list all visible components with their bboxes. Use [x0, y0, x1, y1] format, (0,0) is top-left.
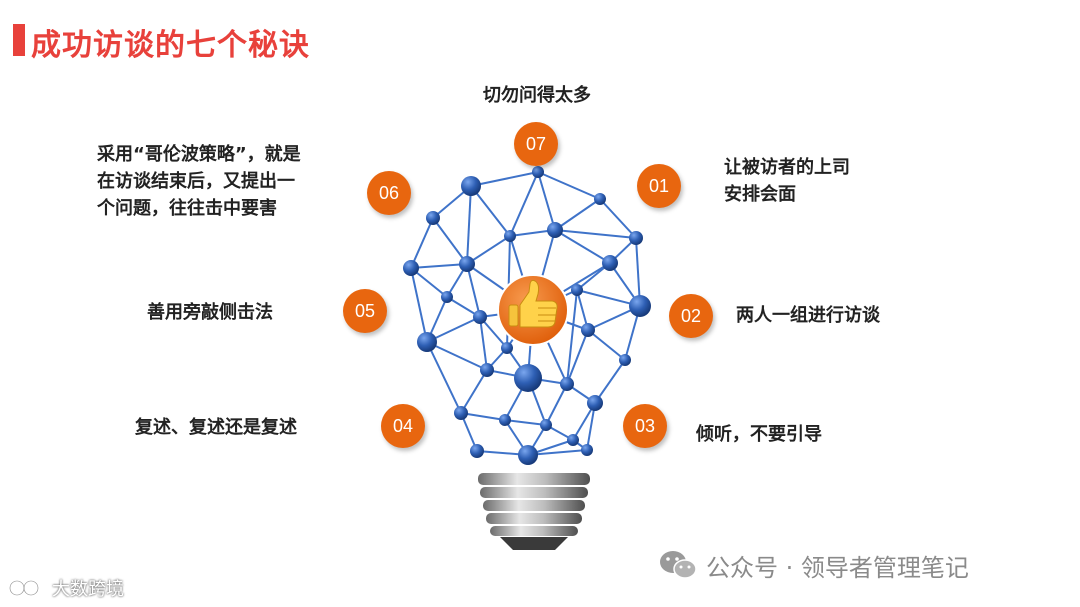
network-edge: [460, 412, 506, 421]
tip-badge-04: 04: [381, 404, 425, 448]
network-node: [629, 295, 651, 317]
tip-badge-06: 06: [367, 171, 411, 215]
watermark-text: 大数跨境: [52, 579, 124, 600]
network-node: [461, 176, 481, 196]
bulb-base-ring: [480, 487, 588, 498]
network-edge: [554, 229, 611, 264]
network-node: [629, 231, 643, 245]
network-edge: [466, 235, 511, 265]
network-edge: [470, 171, 539, 187]
network-edge: [432, 217, 468, 265]
wechat-account-name: 公众号 · 领导者管理笔记: [706, 553, 969, 582]
network-node: [417, 332, 437, 352]
network-node: [532, 166, 544, 178]
tip-badge-03: 03: [623, 404, 667, 448]
bulb-base-ring: [486, 513, 582, 524]
tip-07-text: 切勿问得太多: [483, 85, 591, 106]
network-node: [499, 414, 511, 426]
network-edge: [466, 263, 481, 318]
network-edge: [466, 185, 472, 265]
network-edge: [635, 237, 641, 307]
network-edge: [509, 171, 539, 237]
network-edge: [426, 341, 462, 414]
thumbs-up-icon: [508, 279, 558, 328]
network-node: [454, 406, 468, 420]
network-edge: [460, 369, 488, 414]
network-edge: [410, 217, 434, 269]
watermark-logo-icon: [8, 579, 40, 597]
network-edge: [599, 198, 637, 239]
network-node: [560, 377, 574, 391]
network-edge: [426, 341, 488, 371]
network-node: [470, 444, 484, 458]
network-node: [540, 419, 552, 431]
network-edge: [554, 198, 601, 231]
network-edge: [545, 383, 568, 426]
watermark: 大数跨境: [8, 575, 124, 601]
network-edge: [410, 263, 468, 269]
tip-06-text: 采用“哥伦波策略”，就是 在访谈结束后，又提出一 个问题，往往击中要害: [97, 144, 301, 219]
network-edge: [479, 316, 488, 371]
network-edge: [566, 289, 578, 385]
network-edge: [594, 359, 626, 404]
tip-03-text: 倾听，不要引导: [696, 424, 822, 445]
network-edge: [410, 267, 428, 343]
network-node: [403, 260, 419, 276]
tip-badge-01: 01: [637, 164, 681, 208]
bulb-base-ring: [490, 526, 578, 536]
network-node: [594, 193, 606, 205]
bulb-base-ring: [483, 500, 585, 511]
network-node: [501, 342, 513, 354]
bulb-base-tip: [500, 537, 568, 550]
tip-02-text: 两人一组进行访谈: [736, 305, 880, 326]
network-node: [504, 230, 516, 242]
network-node: [567, 434, 579, 446]
network-edge: [537, 171, 556, 231]
title-accent-bar: [13, 24, 25, 56]
network-node: [426, 211, 440, 225]
network-edge: [554, 229, 637, 239]
network-node: [514, 364, 542, 392]
network-node: [602, 255, 618, 271]
tip-05-text: 善用旁敲侧击法: [147, 302, 273, 323]
bulb-base-ring: [478, 473, 590, 485]
network-node: [587, 395, 603, 411]
bulb-base: [478, 473, 590, 550]
network-node: [581, 444, 593, 456]
network-edge: [504, 419, 547, 426]
tip-badge-02: 02: [669, 294, 713, 338]
network-node: [518, 445, 538, 465]
tip-04-text: 复述、复述还是复述: [135, 417, 297, 438]
tip-01-text: 让被访者的上司 安排会面: [724, 157, 850, 205]
wechat-icon: [660, 551, 697, 579]
network-node: [619, 354, 631, 366]
page-title: 成功访谈的七个秘诀: [31, 28, 310, 63]
network-edge: [537, 171, 601, 200]
network-node: [473, 310, 487, 324]
tip-badge-07: 07: [514, 122, 558, 166]
network-node: [581, 323, 595, 337]
network-edge: [470, 185, 511, 237]
network-node: [459, 256, 475, 272]
center-hub: [497, 274, 569, 346]
wechat-account-label: 公众号 · 领导者管理笔记: [658, 548, 969, 582]
network-edge: [566, 329, 589, 385]
network-node: [480, 363, 494, 377]
network-node: [441, 291, 453, 303]
network-nodes: [403, 166, 651, 465]
tip-badge-05: 05: [343, 289, 387, 333]
network-node: [571, 284, 583, 296]
network-edge: [587, 329, 626, 361]
network-node: [547, 222, 563, 238]
